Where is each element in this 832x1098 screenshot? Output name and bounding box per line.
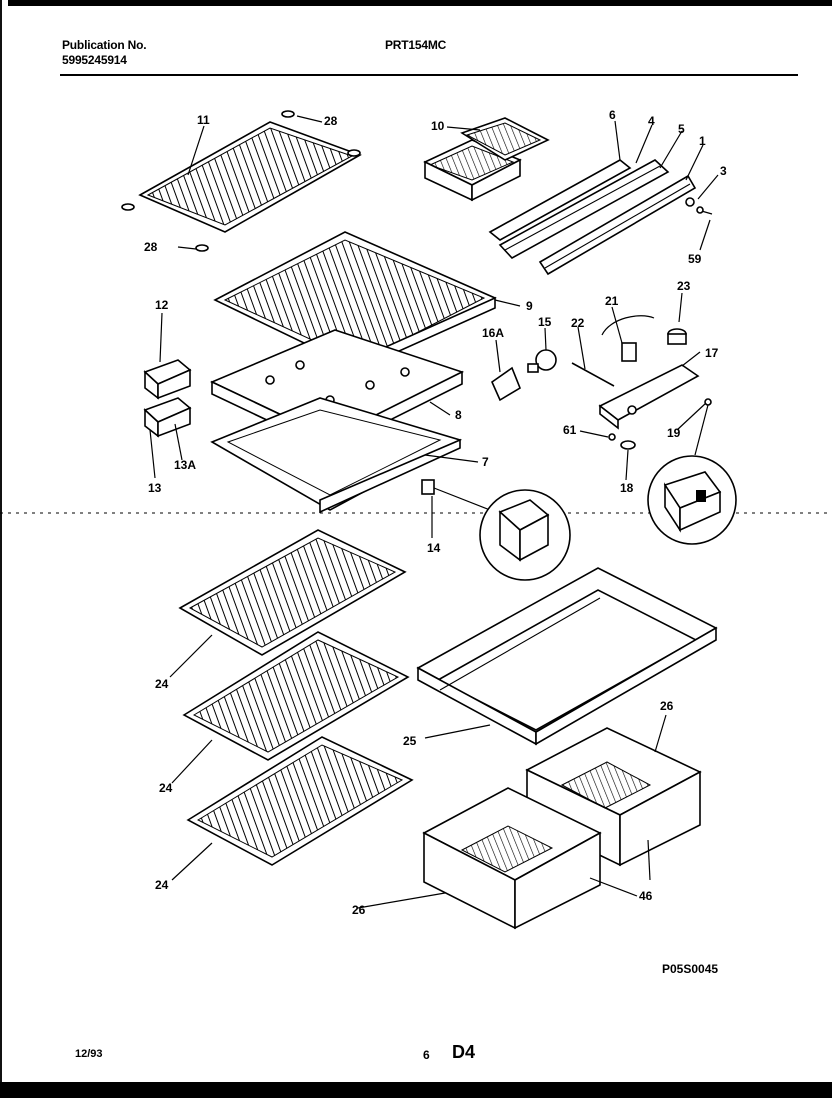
callout-4: 4 xyxy=(648,114,655,128)
revision-date: 12/93 xyxy=(75,1048,103,1060)
callout-12: 12 xyxy=(155,298,169,312)
callout-13a: 13A xyxy=(174,458,196,472)
figure-code: P05S0045 xyxy=(662,962,719,976)
model-number: PRT154MC xyxy=(385,38,447,52)
callout-26-rear: 26 xyxy=(660,699,674,713)
page-number: 6 xyxy=(423,1048,430,1062)
shelf-support-pins xyxy=(121,110,361,252)
frame-left-border xyxy=(0,0,8,1098)
leader-lines xyxy=(149,115,719,909)
publication-number: 5995245914 xyxy=(62,53,127,67)
crisper-cover xyxy=(416,567,718,746)
callout-21: 21 xyxy=(605,294,619,308)
switch-detail xyxy=(647,404,737,545)
fresh-food-frame xyxy=(210,397,463,514)
callout-10: 10 xyxy=(431,119,445,133)
dairy-door-bins xyxy=(143,359,192,438)
callout-59: 59 xyxy=(688,252,702,266)
callout-24-middle: 24 xyxy=(159,781,173,795)
frame-top-border xyxy=(0,0,832,6)
callout-16a: 16A xyxy=(482,326,504,340)
callout-5: 5 xyxy=(678,122,685,136)
section-code: D4 xyxy=(452,1042,476,1062)
callout-24-lower: 24 xyxy=(155,878,169,892)
shelf-trim-rails xyxy=(488,159,713,276)
switch-parts xyxy=(608,398,712,450)
callout-6: 6 xyxy=(609,108,616,122)
header-rule xyxy=(60,74,798,76)
callout-25: 25 xyxy=(403,734,417,748)
freezer-wire-shelf xyxy=(138,121,362,233)
callout-11: 11 xyxy=(197,113,210,127)
damper-detail xyxy=(421,479,571,581)
callout-23: 23 xyxy=(677,279,691,293)
light-socket-and-bulb xyxy=(491,349,557,402)
frame-bottom-border xyxy=(0,1082,832,1098)
callout-61: 61 xyxy=(563,423,577,437)
callout-28-top: 28 xyxy=(324,114,338,128)
glass-shelf-upper xyxy=(178,529,407,656)
callout-28-left: 28 xyxy=(144,240,158,254)
glass-shelf-lower xyxy=(186,736,414,866)
publication-label: Publication No. xyxy=(62,38,147,52)
crisper-drawer-front xyxy=(422,787,602,930)
callout-labels: 11 28 28 10 6 4 5 1 3 59 9 12 16A 15 21 … xyxy=(144,108,727,917)
callout-13: 13 xyxy=(148,481,162,495)
callout-17: 17 xyxy=(705,346,719,360)
callout-8: 8 xyxy=(455,408,462,422)
glass-shelf-middle xyxy=(182,631,410,761)
callout-7: 7 xyxy=(482,455,489,469)
callout-1: 1 xyxy=(699,134,706,148)
callout-19: 19 xyxy=(667,426,681,440)
callout-26-front: 26 xyxy=(352,903,366,917)
callout-46: 46 xyxy=(639,889,653,903)
callout-14: 14 xyxy=(427,541,441,555)
callout-3: 3 xyxy=(720,164,727,178)
callout-18: 18 xyxy=(620,481,634,495)
callout-22: 22 xyxy=(571,316,585,330)
callout-24-upper: 24 xyxy=(155,677,169,691)
control-components xyxy=(571,315,700,430)
callout-15: 15 xyxy=(538,315,552,329)
ice-trays xyxy=(423,117,550,202)
callout-9: 9 xyxy=(526,299,533,313)
